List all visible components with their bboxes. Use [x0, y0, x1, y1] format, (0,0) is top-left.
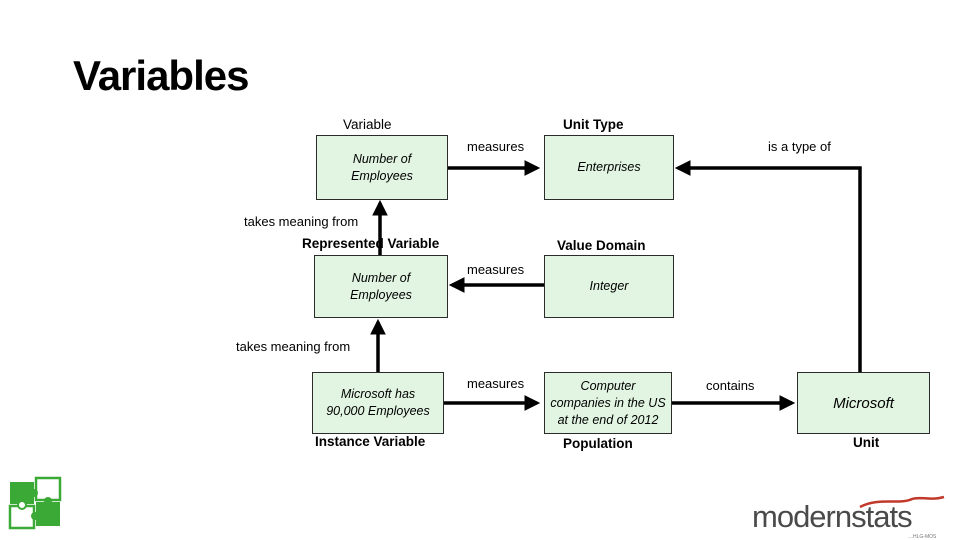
- variable-box: Number of Employees: [316, 135, 448, 200]
- takes-meaning-label-2: takes meaning from: [236, 339, 351, 354]
- value-domain-box-text: Integer: [589, 279, 629, 293]
- variable-box-text: Number of Employees: [351, 151, 413, 183]
- header-instance-variable: Instance Variable: [315, 434, 426, 449]
- instance-variable-box: Microsoft has 90,000 Employees: [312, 372, 444, 434]
- header-represented-variable: Represented Variable: [302, 236, 440, 251]
- represented-variable-box: Number of Employees: [314, 255, 448, 318]
- is-a-type-of-label: is a type of: [768, 139, 831, 154]
- takes-meaning-label-1: takes meaning from: [244, 214, 359, 229]
- brand-swoosh-icon: [859, 495, 945, 509]
- contains-label: contains: [706, 378, 755, 393]
- header-variable: Variable: [343, 117, 392, 132]
- instance-variable-box-text: Microsoft has 90,000 Employees: [326, 387, 430, 418]
- header-unit-type: Unit Type: [563, 117, 624, 132]
- header-value-domain: Value Domain: [557, 238, 646, 253]
- slide-title: Variables: [73, 52, 249, 99]
- measures-label-3: measures: [467, 376, 525, 391]
- value-domain-box: Integer: [544, 255, 674, 318]
- population-box-text: Computer companies in the US at the end …: [550, 378, 666, 427]
- header-unit: Unit: [853, 435, 880, 450]
- measures-label-2: measures: [467, 262, 525, 277]
- unit-box-text: Microsoft: [833, 394, 894, 412]
- modernstats-logo: modernstats …HLG-MOS: [752, 495, 945, 540]
- unit-type-box: Enterprises: [544, 135, 674, 200]
- is-a-type-of-arrow: [674, 160, 862, 372]
- header-population: Population: [563, 436, 633, 451]
- brand-tagline: …HLG-MOS: [908, 534, 937, 540]
- puzzle-logo-icon: [8, 476, 62, 530]
- unit-type-box-text: Enterprises: [577, 160, 641, 174]
- population-box: Computer companies in the US at the end …: [544, 372, 672, 434]
- measures-label-1: measures: [467, 139, 525, 154]
- brand-name: modernstats: [752, 499, 912, 534]
- unit-box: Microsoft: [797, 372, 930, 434]
- represented-variable-box-text: Number of Employees: [350, 270, 412, 302]
